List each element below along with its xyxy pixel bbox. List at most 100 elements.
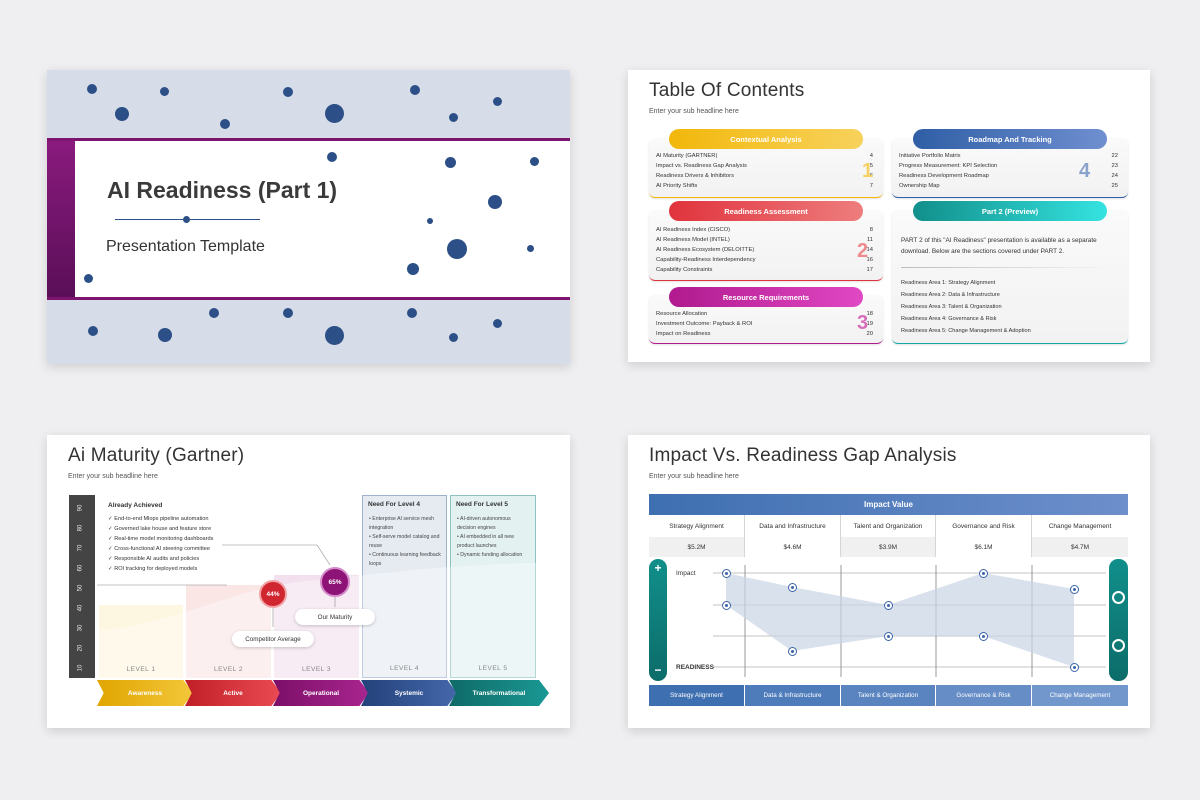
column-header: Talent and Organization xyxy=(841,515,936,537)
decor-dot xyxy=(493,319,502,328)
readiness-point[interactable] xyxy=(722,601,731,610)
slide-title-cover[interactable]: AI Readiness (Part 1) Presentation Templ… xyxy=(47,70,570,364)
impact-point[interactable] xyxy=(884,601,893,610)
level-column-5: LEVEL 5 xyxy=(450,495,536,678)
slide-gap-analysis[interactable]: Impact Vs. Readiness Gap Analysis Enter … xyxy=(628,435,1150,728)
impact-point[interactable] xyxy=(722,569,731,578)
readiness-point[interactable] xyxy=(1070,663,1079,672)
toc-row[interactable]: AI Readiness Index (CISCO)8 xyxy=(656,227,873,233)
y-tick-label: 90 xyxy=(77,504,84,512)
section-pill-contextual-analysis[interactable]: Contextual Analysis xyxy=(669,129,863,149)
level-label: LEVEL 3 xyxy=(302,666,331,673)
section-pill-readiness-assessment[interactable]: Readiness Assessment xyxy=(669,201,863,221)
impact-value-header: Impact Value xyxy=(649,494,1128,515)
slide-ai-maturity[interactable]: Ai Maturity (Gartner) Enter your sub hea… xyxy=(47,435,570,728)
stage-chevron-active[interactable]: Active xyxy=(185,680,281,706)
section-pill-part-2-preview[interactable]: Part 2 (Preview) xyxy=(913,201,1107,221)
already-achieved-heading: Already Achieved xyxy=(108,502,163,509)
toc-item: Progress Measurement: KPI Selection xyxy=(899,163,998,169)
toc-item: AI Maturity (GARTNER) xyxy=(656,153,718,159)
impact-value: $4.7M xyxy=(1032,537,1128,557)
toc-page: 8 xyxy=(869,227,873,233)
toc-item: Impact on Readiness xyxy=(656,331,711,337)
footer-category: Governance & Risk xyxy=(936,685,1032,706)
achieved-item: ✓ Cross-functional AI steering committee xyxy=(108,546,211,552)
y-tick-label: 10 xyxy=(77,664,84,672)
decor-dot xyxy=(209,308,219,318)
slide-subtitle: Enter your sub headline here xyxy=(649,108,739,115)
stage-chevron-transformational[interactable]: Transformational xyxy=(449,680,549,706)
decor-dot xyxy=(410,85,420,95)
achieved-item: ✓ End-to-end Mlops pipeline automation xyxy=(108,516,209,522)
toc-page: 16 xyxy=(866,257,873,263)
decor-dot xyxy=(283,308,293,318)
decor-dot xyxy=(84,274,93,283)
toc-item: AI Readiness Ecosystem (DELOITTE) xyxy=(656,247,755,253)
toc-page: 6 xyxy=(869,173,873,179)
impact-point[interactable] xyxy=(1070,585,1079,594)
stage-chevron-operational[interactable]: Operational xyxy=(273,680,369,706)
readiness-point[interactable] xyxy=(884,632,893,641)
footer-category: Change Management xyxy=(1032,685,1128,706)
level4-list: • Enterprise AI service mesh integration… xyxy=(369,515,441,569)
toc-item: Investment Outcome: Payback & ROI xyxy=(656,321,753,327)
slider-handle-icon[interactable] xyxy=(1112,591,1125,604)
plus-icon[interactable]: + xyxy=(654,561,662,575)
impact-point[interactable] xyxy=(979,569,988,578)
achieved-item: ✓ Governed lake house and feature store xyxy=(108,526,212,532)
toc-page: 14 xyxy=(866,247,873,253)
y-axis-bar: 90 80 70 60 50 40 30 20 10 xyxy=(69,495,95,678)
part2-item: Readiness Area 1: Strategy Alignment xyxy=(901,280,996,286)
stage-chevron-systemic[interactable]: Systemic xyxy=(361,680,457,706)
level-label: LEVEL 1 xyxy=(127,666,156,673)
slide-subtitle: Enter your sub headline here xyxy=(68,473,158,480)
achieved-item: ✓ Responsible AI audits and policies xyxy=(108,556,200,562)
our-maturity-label: Our Maturity xyxy=(295,609,375,625)
toc-page: 19 xyxy=(866,321,873,327)
stage-chevron-awareness[interactable]: Awareness xyxy=(97,680,193,706)
level5-list: • AI-driven autonomous decision engines … xyxy=(457,515,531,560)
level4-item: • Self-serve model catalog and reuse xyxy=(369,534,440,549)
impact-axis-label: Impact xyxy=(676,570,696,577)
our-maturity-marker[interactable]: 65% xyxy=(320,567,350,597)
toc-page: 25 xyxy=(1111,183,1118,189)
toc-item: Readiness Development Roadmap xyxy=(899,173,989,179)
toc-row[interactable]: AI Readiness Model (INTEL)11 xyxy=(656,237,873,243)
toc-page: 18 xyxy=(866,311,873,317)
impact-point[interactable] xyxy=(788,583,797,592)
part2-box: PART 2 of this "AI Readiness" presentati… xyxy=(892,210,1128,344)
toc-row[interactable]: Investment Outcome: Payback & ROI 19 xyxy=(656,321,873,327)
readiness-axis-label: READINESS xyxy=(676,664,714,671)
readiness-point[interactable] xyxy=(788,647,797,656)
toc-row[interactable]: AI Maturity (GARTNER)4 xyxy=(656,153,873,159)
toc-box-2: AI Readiness Index (CISCO)8 AI Readiness… xyxy=(649,210,883,281)
decor-dot xyxy=(158,328,172,342)
toc-item: Readiness Drivers & Inhibitors xyxy=(656,173,734,179)
slider-handle-icon[interactable] xyxy=(1112,639,1125,652)
cover-title: AI Readiness (Part 1) xyxy=(107,177,338,203)
section-pill-roadmap-and-tracking[interactable]: Roadmap And Tracking xyxy=(913,129,1107,149)
toc-row[interactable]: Readiness Drivers & Inhibitors 6 xyxy=(656,173,873,179)
toc-item: Ownership Map xyxy=(899,183,940,189)
section-number: 4 xyxy=(1079,160,1091,182)
minus-icon[interactable]: − xyxy=(654,663,662,677)
achieved-item: ✓ ROI tracking for deployed models xyxy=(108,566,198,572)
level-label: LEVEL 2 xyxy=(214,666,243,673)
toc-row[interactable]: Ownership Map 25 xyxy=(899,183,1118,189)
y-tick-label: 20 xyxy=(77,644,84,652)
toc-row[interactable]: AI Readiness Ecosystem (DELOITTE) 14 xyxy=(656,247,873,253)
competitor-marker[interactable]: 44% xyxy=(259,580,287,608)
y-tick-label: 40 xyxy=(77,604,84,612)
slide-table-of-contents[interactable]: Table Of Contents Enter your sub headlin… xyxy=(628,70,1150,362)
readiness-point[interactable] xyxy=(979,632,988,641)
section-pill-resource-requirements[interactable]: Resource Requirements xyxy=(669,287,863,307)
